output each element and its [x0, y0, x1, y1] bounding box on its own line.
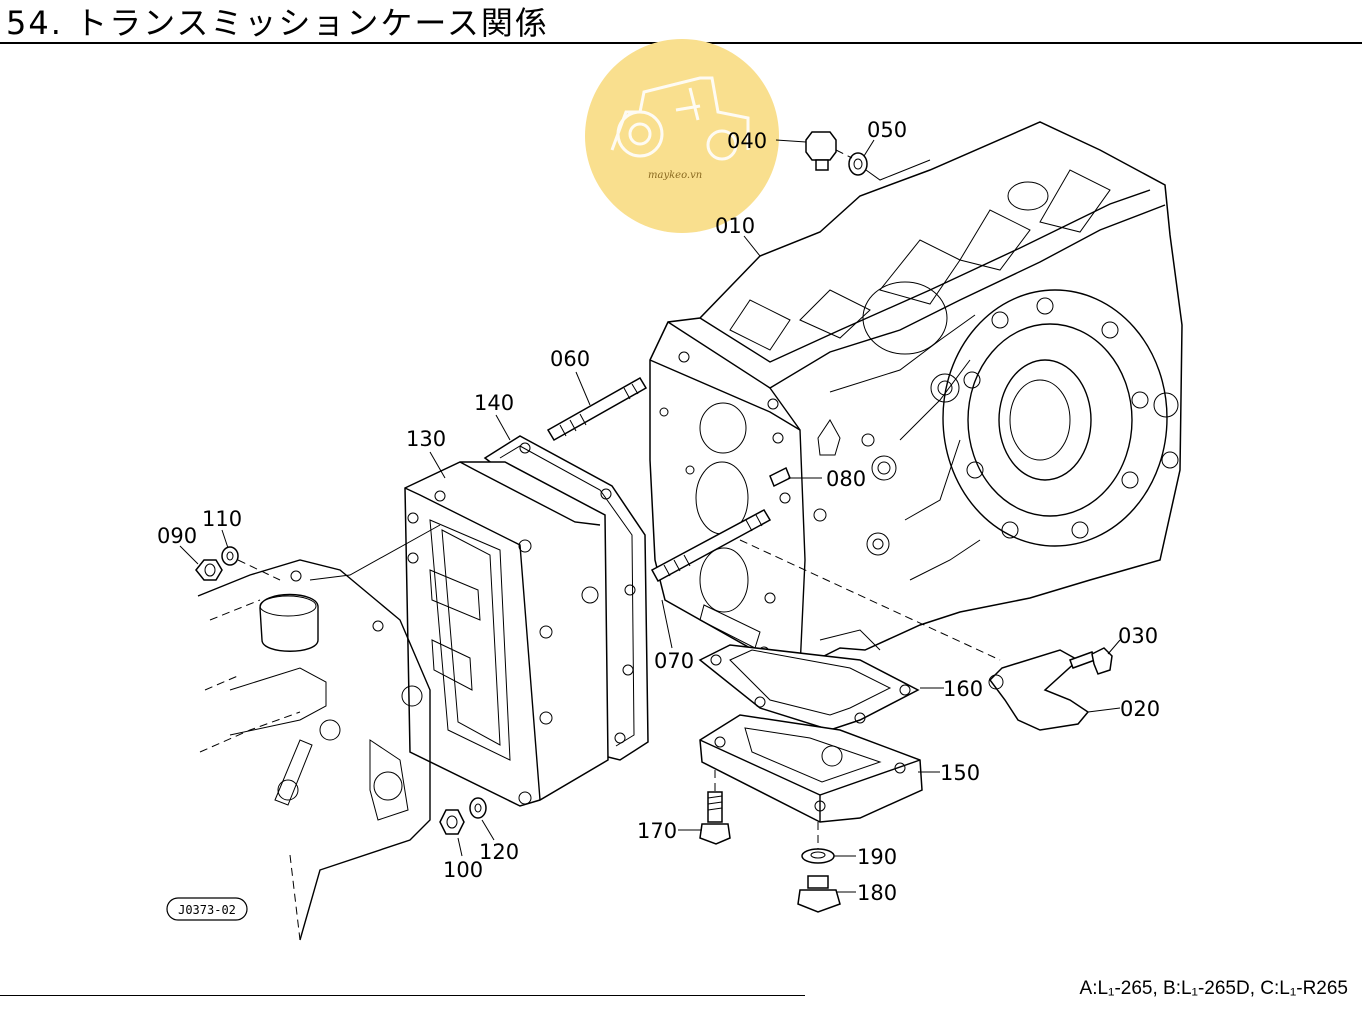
nut-090 [195, 559, 223, 581]
plug-180 [797, 875, 841, 913]
part-label-180: 180 [857, 881, 897, 905]
part-label-100: 100 [443, 858, 483, 882]
part-label-050: 050 [867, 118, 907, 142]
stud-bolt-070 [650, 509, 772, 583]
assembly-line [865, 159, 931, 181]
stud-bolt-060 [546, 376, 648, 442]
washer-120 [469, 797, 487, 819]
assembly-line [835, 149, 853, 159]
watermark-logo: maykeo.vn [585, 39, 779, 233]
figure-code: J0373-02 [178, 903, 236, 917]
part-label-080: 080 [826, 467, 866, 491]
part-label-120: 120 [479, 840, 519, 864]
part-label-110: 110 [202, 507, 242, 531]
washer-190 [801, 848, 835, 864]
figure-code-badge: J0373-02 [166, 897, 248, 921]
part-label-010: 010 [715, 214, 755, 238]
part-label-090: 090 [157, 524, 197, 548]
nut-100 [439, 809, 465, 835]
part-label-190: 190 [857, 845, 897, 869]
part-labels: 040 050 010 060 140 130 080 110 090 070 … [157, 118, 1160, 905]
part-label-020: 020 [1120, 697, 1160, 721]
assembly-line [237, 559, 281, 581]
part-label-150: 150 [940, 761, 980, 785]
bracket-020 [988, 649, 1090, 731]
watermark-text: maykeo.vn [648, 170, 702, 181]
page-title: 54. トランスミッションケース関係 [6, 4, 549, 42]
part-label-140: 140 [474, 391, 514, 415]
part-label-060: 060 [550, 347, 590, 371]
cover-130 [404, 461, 609, 807]
gasket-160 [698, 644, 920, 731]
washer-050 [848, 152, 868, 176]
washer-110 [221, 546, 239, 566]
part-label-160: 160 [943, 677, 983, 701]
part-label-030: 030 [1118, 624, 1158, 648]
footer-rule [0, 995, 805, 996]
part-label-130: 130 [406, 427, 446, 451]
part-label-170: 170 [637, 819, 677, 843]
assembly-line [739, 539, 1001, 661]
model-applicability: A:L₁-265, B:L₁-265D, C:L₁-R265 [1079, 978, 1348, 999]
part-label-040: 040 [727, 129, 767, 153]
leader-lines [179, 139, 1121, 893]
part-label-070: 070 [654, 649, 694, 673]
drain-plug-040 [805, 131, 837, 171]
plate-150 [699, 714, 923, 823]
bolt-170 [699, 791, 731, 845]
bolt-030 [1069, 647, 1113, 675]
transmission-case [649, 121, 1183, 669]
rear-housing-context [197, 524, 441, 941]
